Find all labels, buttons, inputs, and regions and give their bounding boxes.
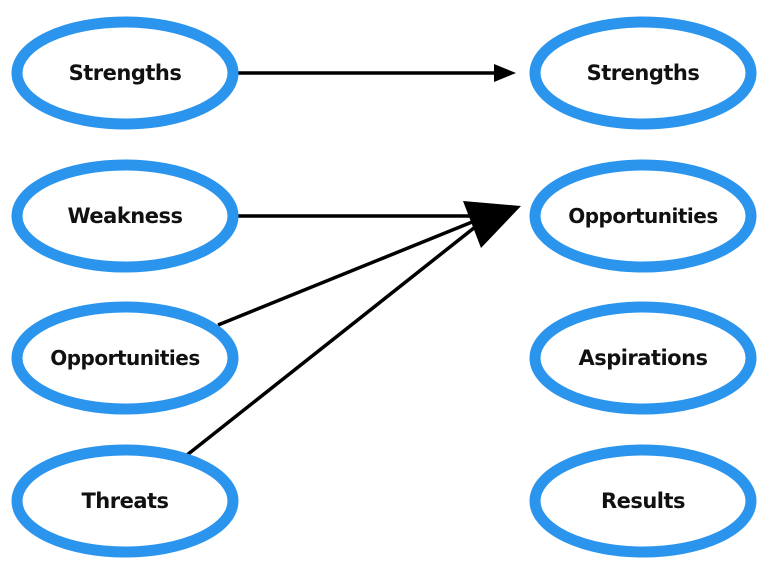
node-right-results: Results [529, 444, 757, 558]
left-column: Strengths Weakness Opportunities Threats [11, 16, 239, 558]
node-left-strengths: Strengths [11, 16, 239, 130]
node-ring [529, 444, 757, 558]
arrowhead-strengths [494, 64, 516, 82]
node-ring [529, 301, 757, 415]
node-left-threats: Threats [11, 444, 239, 558]
edge-threats-to-opportunities [185, 218, 486, 457]
node-label: Aspirations [578, 346, 707, 370]
arrowhead-opportunities [463, 201, 521, 248]
node-ring [11, 16, 239, 130]
node-right-aspirations: Aspirations [529, 301, 757, 415]
node-label: Strengths [587, 61, 700, 85]
node-label: Threats [81, 489, 168, 513]
edge-opportunities-to-opportunities [217, 216, 483, 327]
node-left-opportunities: Opportunities [11, 301, 239, 415]
node-label: Results [601, 489, 685, 513]
node-label: Opportunities [50, 346, 200, 370]
node-ring [11, 301, 239, 415]
node-right-strengths: Strengths [529, 16, 757, 130]
node-ring [529, 16, 757, 130]
node-ring [11, 159, 239, 273]
node-label: Opportunities [568, 204, 718, 228]
node-label: Strengths [69, 61, 182, 85]
node-label: Weakness [68, 204, 183, 228]
node-ring [11, 444, 239, 558]
node-left-weakness: Weakness [11, 159, 239, 273]
node-right-opportunities: Opportunities [529, 159, 757, 273]
right-column: Strengths Opportunities Aspirations Resu… [529, 16, 757, 558]
node-ring [529, 159, 757, 273]
edges-group [185, 64, 521, 457]
